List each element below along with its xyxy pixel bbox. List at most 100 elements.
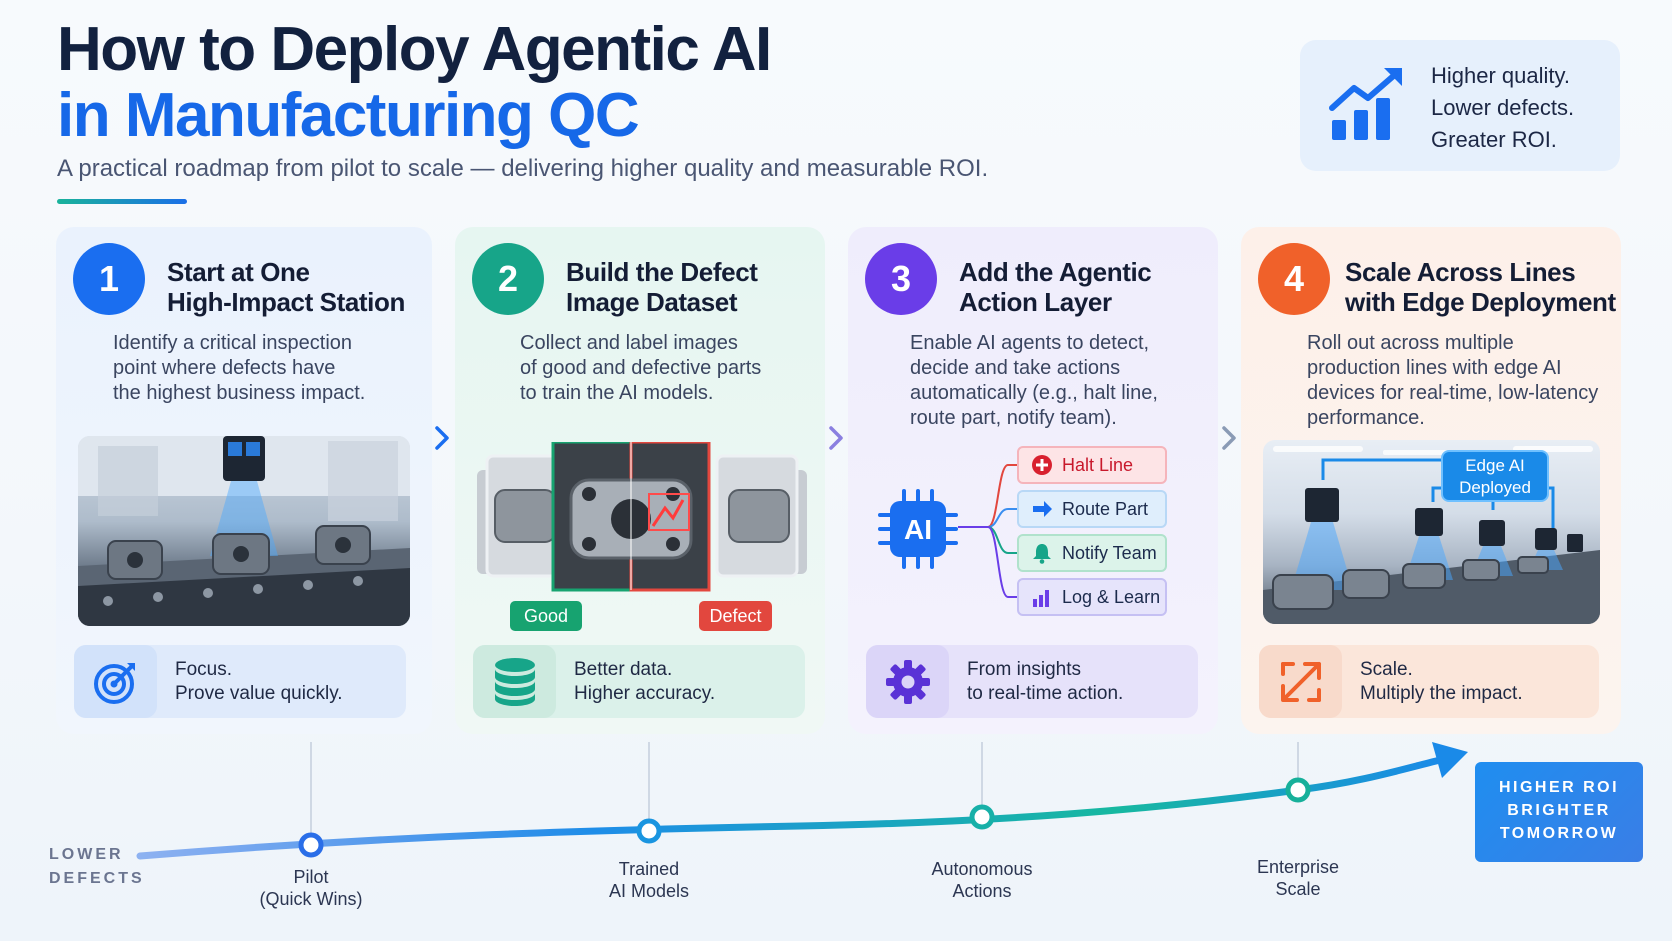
database-icon	[494, 657, 535, 706]
step-footer: Better data. Higher accuracy.	[473, 645, 805, 718]
action-label: Log & Learn	[1062, 586, 1161, 607]
timeline-start-label: LOWER DEFECTS	[49, 843, 145, 891]
footer-line: Better data.	[574, 659, 673, 680]
step-description-line: production lines with edge AI	[1307, 357, 1562, 379]
milestone-marker	[969, 804, 995, 830]
milestone-line: Pilot	[293, 867, 329, 887]
step-number-badge: 4	[1258, 243, 1330, 315]
footer-line: to real-time action.	[967, 683, 1124, 704]
bell-icon	[1031, 542, 1053, 564]
step-description-line: Identify a critical inspection	[113, 332, 353, 354]
step-title-line: with Edge Deployment	[1345, 287, 1616, 317]
chevron-right-icon	[1222, 426, 1236, 450]
step-description-line: point where defects have	[113, 357, 336, 379]
summary-line: Lower defects.	[1431, 95, 1575, 120]
step-card-1: 1 Start at One High-Impact Station Ident…	[56, 227, 432, 734]
notify-team-action[interactable]: Notify Team	[1017, 534, 1167, 572]
milestone-label-enterprise-scale: Enterprise Scale	[1257, 856, 1339, 900]
step-title: Start at One High-Impact Station	[167, 257, 405, 317]
step-description-line: devices for real-time, low-latency	[1307, 382, 1599, 404]
footer-icon-tile	[1259, 645, 1342, 718]
step-description-line: of good and defective parts	[520, 357, 762, 379]
milestone-line: (Quick Wins)	[259, 889, 363, 909]
step-description: Roll out across multiple production line…	[1307, 331, 1598, 431]
halt-line-action[interactable]: Halt Line	[1017, 446, 1167, 484]
arrow-right-icon	[1031, 498, 1053, 520]
edge-badge-line: Deployed	[1459, 478, 1531, 497]
title-underline	[57, 199, 187, 204]
defect-label: Defect	[699, 601, 772, 631]
milestone-marker	[298, 832, 324, 858]
milestone-label-trained-models: Trained AI Models	[609, 858, 689, 902]
step-title: Add the Agentic Action Layer	[959, 257, 1152, 317]
footer-line: Higher accuracy.	[574, 683, 716, 704]
step-title: Scale Across Lines with Edge Deployment	[1345, 257, 1616, 317]
inspection-station-image	[78, 436, 410, 626]
step-title-line: Add the Agentic	[959, 257, 1152, 287]
timeline-start-line: DEFECTS	[49, 870, 145, 887]
action-label: Notify Team	[1062, 542, 1157, 563]
milestone-line: Scale	[1275, 879, 1321, 899]
step-description-line: performance.	[1307, 407, 1425, 429]
milestone-line: Actions	[952, 881, 1012, 901]
roi-line: HIGHER ROI	[1498, 779, 1620, 796]
timeline-arrowhead	[1432, 742, 1468, 778]
edge-deployment-image: Edge AI Deployed	[1263, 440, 1600, 624]
step-number-badge: 1	[73, 243, 145, 315]
milestone-label-pilot: Pilot (Quick Wins)	[260, 866, 363, 910]
summary-text: Higher quality. Lower defects. Greater R…	[1431, 60, 1574, 156]
milestone-marker	[636, 818, 662, 844]
edge-ai-deployed-badge: Edge AI Deployed	[1441, 450, 1549, 502]
step-card-3: 3 Add the Agentic Action Layer Enable AI…	[848, 227, 1218, 734]
page-title-line-1: How to Deploy Agentic AI	[57, 15, 772, 84]
page-title-line-2: in Manufacturing QC	[57, 81, 640, 150]
bar-chart-icon	[1031, 586, 1053, 608]
milestone-marker	[1285, 777, 1311, 803]
step-description: Collect and label images of good and def…	[520, 331, 761, 406]
step-description-line: route part, notify team).	[910, 407, 1117, 429]
step-description-line: automatically (e.g., halt line,	[910, 382, 1158, 404]
footer-icon-tile	[74, 645, 157, 718]
action-label: Halt Line	[1062, 454, 1134, 475]
edge-badge-line: Edge AI	[1465, 456, 1525, 475]
step-description-line: Collect and label images	[520, 332, 738, 354]
gear-icon	[885, 659, 930, 704]
target-icon	[93, 662, 135, 704]
milestone-line: Trained	[618, 859, 680, 879]
step-description-line: Roll out across multiple	[1307, 332, 1514, 354]
step-title-line: Action Layer	[959, 287, 1112, 317]
ai-chip-label: AI	[904, 514, 932, 545]
step-description: Enable AI agents to detect, decide and t…	[910, 331, 1158, 431]
defect-dataset-image	[477, 440, 807, 632]
step-description: Identify a critical inspection point whe…	[113, 331, 365, 406]
footer-line: Focus.	[175, 659, 233, 680]
step-card-4: 4 Scale Across Lines with Edge Deploymen…	[1241, 227, 1621, 734]
step-title-line: Build the Defect	[566, 257, 758, 287]
step-title-line: Scale Across Lines	[1345, 257, 1576, 287]
footer-line: Scale.	[1360, 659, 1413, 680]
step-footer: Focus. Prove value quickly.	[74, 645, 406, 718]
footer-icon-tile	[473, 645, 556, 718]
step-description-line: decide and take actions	[910, 357, 1121, 379]
summary-line: Higher quality.	[1431, 63, 1570, 88]
summary-callout: Higher quality. Lower defects. Greater R…	[1300, 40, 1620, 171]
timeline-start-line: LOWER	[49, 846, 124, 863]
step-title-line: Start at One	[167, 257, 310, 287]
bar-chart-growth-icon	[1329, 68, 1402, 140]
action-label: Route Part	[1062, 498, 1149, 519]
chevron-right-icon	[829, 426, 843, 450]
expand-icon	[1280, 661, 1321, 702]
footer-text: From insights to real-time action.	[967, 658, 1123, 706]
summary-line: Greater ROI.	[1431, 127, 1557, 152]
step-description-line: Enable AI agents to detect,	[910, 332, 1150, 354]
step-title: Build the Defect Image Dataset	[566, 257, 758, 317]
footer-line: From insights	[967, 659, 1082, 680]
footer-line: Multiply the impact.	[1360, 683, 1523, 704]
page-subtitle: A practical roadmap from pilot to scale …	[57, 155, 989, 182]
milestone-line: AI Models	[608, 881, 690, 901]
higher-roi-callout: HIGHER ROI BRIGHTER TOMORROW	[1475, 762, 1643, 862]
log-and-learn-action[interactable]: Log & Learn	[1017, 578, 1167, 616]
footer-line: Prove value quickly.	[175, 683, 343, 704]
route-part-action[interactable]: Route Part	[1017, 490, 1167, 528]
footer-text: Better data. Higher accuracy.	[574, 658, 715, 706]
